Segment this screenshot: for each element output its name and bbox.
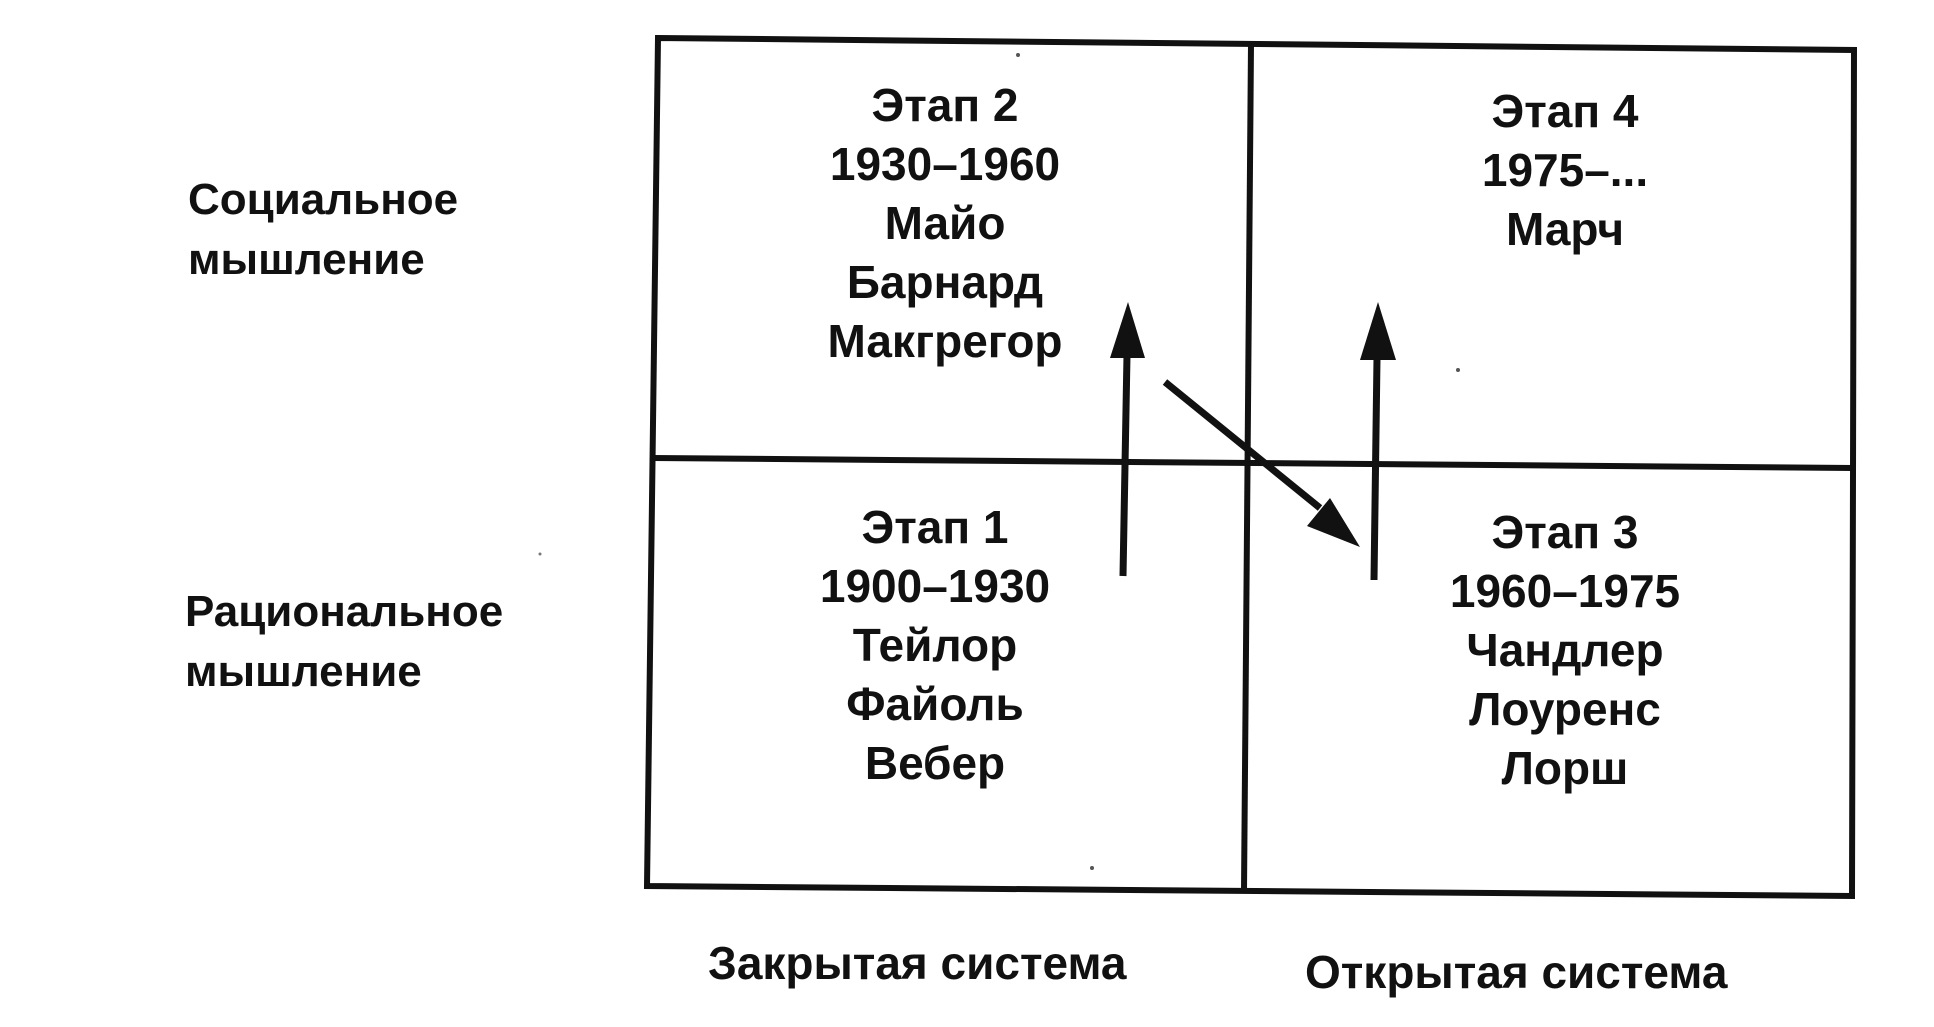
row-label-social-thinking: Социальное мышление: [188, 170, 458, 290]
scan-speck: [1090, 866, 1094, 870]
arrow-stage1-to-stage2: [1110, 302, 1145, 577]
stage-title: Этап 3: [1491, 506, 1639, 558]
scan-speck: [1016, 53, 1020, 57]
row-label-line: Рациональное: [185, 587, 504, 636]
scan-speck: [538, 552, 542, 556]
stage-author: Макгрегор: [827, 315, 1063, 367]
stage-author: Барнард: [846, 256, 1044, 308]
column-divider: [1241, 43, 1254, 892]
stage-4-cell: Этап 4 1975–... Марч: [1355, 82, 1775, 259]
row-label-line: Социальное: [188, 175, 459, 224]
row-divider: [652, 455, 1854, 471]
column-label-closed-system: Закрытая система: [708, 937, 1127, 989]
row-label-rational-thinking: Рациональное мышление: [185, 582, 503, 702]
stage-author: Файоль: [846, 678, 1024, 730]
stage-author: Марч: [1505, 203, 1625, 255]
stage-period: 1960–1975: [1449, 565, 1681, 617]
stage-period: 1900–1930: [819, 560, 1051, 612]
stage-title: Этап 4: [1491, 85, 1639, 137]
stage-1-cell: Этап 1 1900–1930 Тейлор Файоль Вебер: [725, 498, 1145, 793]
stage-2-cell: Этап 2 1930–1960 Майо Барнард Макгрегор: [735, 76, 1155, 371]
stage-author: Чандлер: [1466, 624, 1664, 676]
row-label-line: мышление: [185, 647, 422, 696]
arrow-stage3-to-stage4: [1360, 302, 1396, 581]
stage-3-cell: Этап 3 1960–1975 Чандлер Лоуренс Лорш: [1355, 503, 1775, 798]
arrow-stage2-to-stage3: [1162, 379, 1360, 547]
stage-period: 1930–1960: [829, 138, 1061, 190]
stage-author: Лорш: [1501, 742, 1629, 794]
stage-author: Лоуренс: [1469, 683, 1661, 735]
stage-title: Этап 1: [861, 501, 1009, 553]
row-label-line: мышление: [188, 235, 425, 284]
stage-author: Вебер: [864, 737, 1006, 789]
stage-author: Тейлор: [852, 619, 1018, 671]
stage-author: Майо: [884, 197, 1006, 249]
stage-period: 1975–...: [1481, 144, 1649, 196]
scan-speck: [1456, 368, 1460, 372]
column-label-open-system: Открытая система: [1305, 946, 1728, 998]
stage-title: Этап 2: [871, 79, 1019, 131]
matrix-frame: [643, 34, 1858, 900]
